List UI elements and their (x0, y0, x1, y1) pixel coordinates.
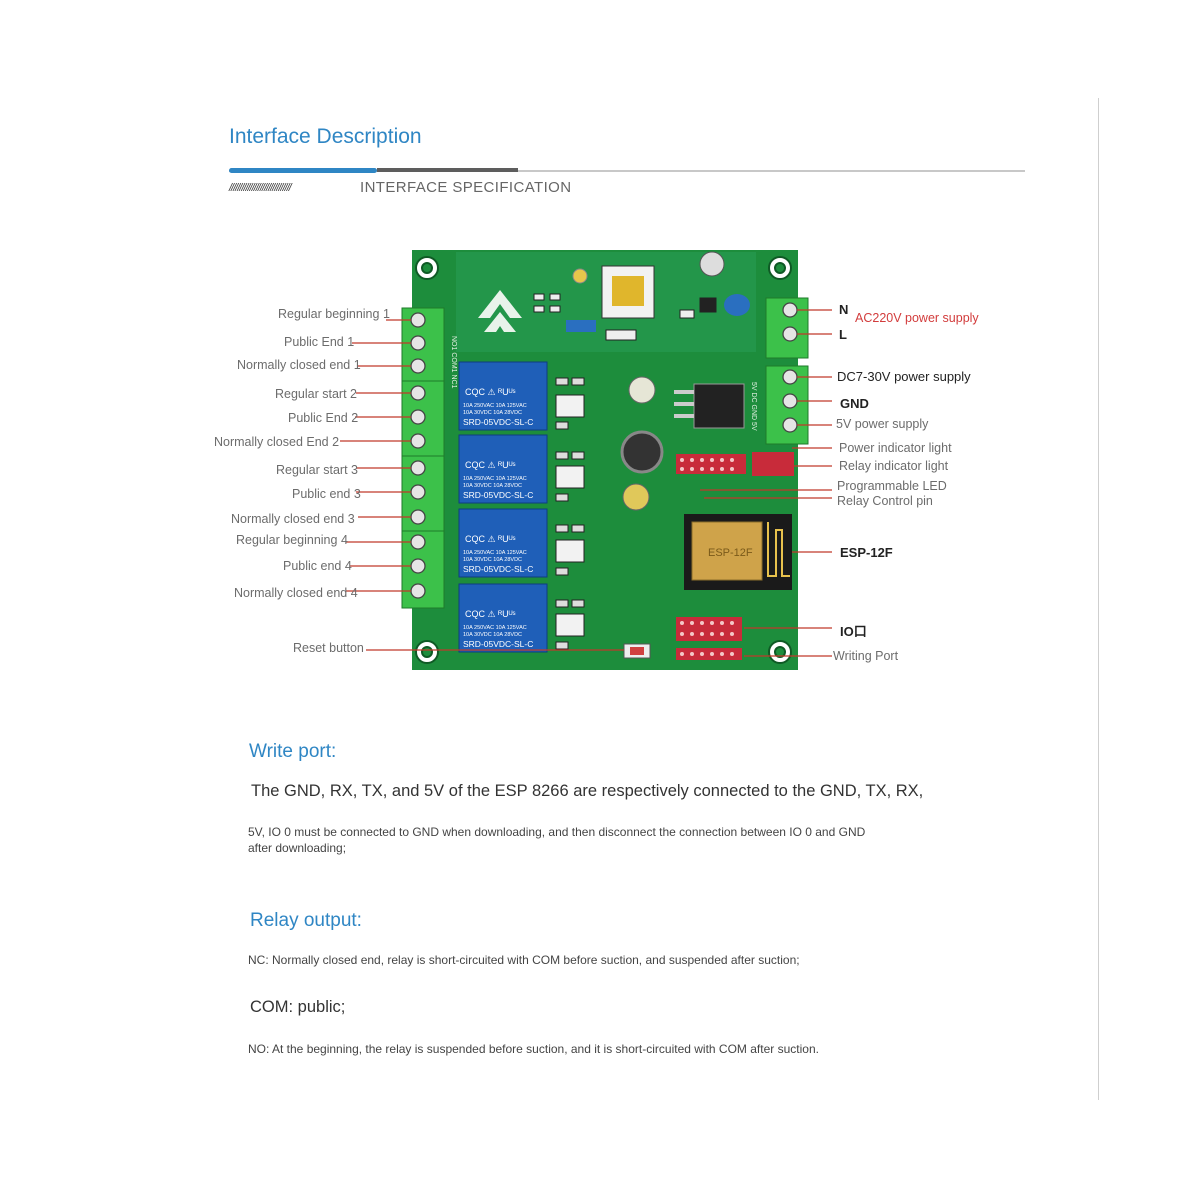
transformer-core (612, 276, 644, 306)
write-port-line-3: after downloading; (248, 841, 347, 855)
pcb-silkscreen-dc: 5V DC GND 5V (750, 382, 757, 431)
capacitor (699, 251, 725, 277)
relay-logo-text: CQC ⚠ ᴿUᵁˢ (465, 609, 516, 619)
relay-rating-text: 10A 250VAC 10A 125VAC (463, 476, 527, 482)
leader-lines-right (700, 309, 832, 657)
relay-model-text: SRD-05VDC-SL-C (463, 417, 533, 427)
relay-3: CQC ⚠ ᴿUᵁˢ 10A 250VAC 10A 125VAC 10A 30V… (458, 508, 548, 578)
label-writing-port: Writing Port (833, 649, 899, 663)
small-capacitor (572, 268, 588, 284)
reset-button-cap (630, 647, 644, 655)
relay-board-diagram: NO1 COM1 NC1 5V DC GND 5V CQC ⚠ ᴿUᵁˢ 10A… (340, 250, 832, 670)
label-gnd: GND (840, 396, 869, 411)
label-io-port: IO口 (840, 624, 867, 639)
label-public-end-4: Public end 4 (283, 559, 352, 573)
page-title: Interface Description (229, 125, 422, 148)
label-normally-closed-end-2: Normally closed End 2 (214, 435, 340, 449)
relay-2: CQC ⚠ ᴿUᵁˢ 10A 250VAC 10A 125VAC 10A 30V… (458, 434, 548, 504)
label-normally-closed-end-1: Normally closed end 1 (237, 358, 361, 372)
relay-logo-text: CQC ⚠ ᴿUᵁˢ (465, 387, 516, 397)
label-esp-12f: ESP-12F (840, 545, 893, 560)
relay-1: CQC ⚠ ᴿUᵁˢ 10A 250VAC 10A 125VAC 10A 30V… (458, 361, 548, 431)
write-port-line-1: The GND, RX, TX, and 5V of the ESP 8266 … (251, 782, 924, 800)
y-capacitor (566, 320, 596, 332)
relay-rating-text: 10A 250VAC 10A 125VAC (463, 403, 527, 409)
page-divider-line (1098, 98, 1099, 1100)
label-public-end-2: Public End 2 (288, 411, 359, 425)
mounting-holes (415, 256, 792, 664)
relay-rating-text: 10A 30VDC 10A 28VDC (463, 483, 522, 489)
relay-logo-text: CQC ⚠ ᴿUᵁˢ (465, 534, 516, 544)
label-dc-power: DC7-30V power supply (837, 369, 971, 384)
relay-output-heading: Relay output: (250, 910, 362, 931)
label-public-end-3: Public end 3 (292, 487, 361, 501)
regulator-pin (674, 414, 694, 418)
relay-model-text: SRD-05VDC-SL-C (463, 564, 533, 574)
label-normally-closed-end-3: Normally closed end 3 (231, 512, 355, 526)
esp-module-label: ESP-12F (708, 547, 753, 559)
label-programmable-led: Programmable LED (837, 479, 947, 493)
relay-model-text: SRD-05VDC-SL-C (463, 490, 533, 500)
relay-4: CQC ⚠ ᴿUᵁˢ 10A 250VAC 10A 125VAC 10A 30V… (458, 583, 548, 653)
relay-model-text: SRD-05VDC-SL-C (463, 639, 533, 649)
relay-logo-text: CQC ⚠ ᴿUᵁˢ (465, 460, 516, 470)
relay-output-no: NO: At the beginning, the relay is suspe… (248, 1042, 819, 1056)
relay-rating-text: 10A 250VAC 10A 125VAC (463, 550, 527, 556)
label-regular-beginning-4: Regular beginning 4 (236, 533, 348, 547)
leader-lines-left (340, 319, 624, 651)
voltage-regulator (693, 383, 745, 429)
left-terminal-block (401, 307, 445, 609)
decorative-slashes: ////////////////////////////// (229, 182, 292, 194)
smd-components (533, 293, 717, 341)
label-relay-control-pin: Relay Control pin (837, 494, 933, 508)
terminal-screws-right (782, 302, 798, 433)
label-normally-closed-end-4: Normally closed end 4 (234, 586, 358, 600)
relay-rating-text: 10A 30VDC 10A 28VDC (463, 557, 522, 563)
relay-driver-components (555, 377, 585, 650)
inductor (620, 430, 664, 474)
electrolytic-cap (628, 376, 656, 404)
x-capacitor (724, 294, 750, 316)
write-port-heading: Write port: (249, 741, 337, 762)
relay-rating-text: 10A 30VDC 10A 28VDC (463, 410, 522, 416)
header-pin-holes (680, 458, 734, 656)
label-l: L (839, 327, 847, 342)
regulator-pin (674, 402, 694, 406)
label-regular-start-2: Regular start 2 (275, 387, 357, 401)
title-accent-dark-bar (377, 168, 518, 172)
label-regular-start-3: Regular start 3 (276, 463, 358, 477)
relay-output-com: COM: public; (250, 998, 346, 1016)
relay-rating-text: 10A 30VDC 10A 28VDC (463, 632, 522, 638)
antenna-trace (767, 522, 790, 577)
write-port-line-2: 5V, IO 0 must be connected to GND when d… (248, 825, 866, 839)
label-power-indicator: Power indicator light (839, 441, 952, 455)
relay-rating-text: 10A 250VAC 10A 125VAC (463, 625, 527, 631)
label-ac220v: AC220V power supply (855, 311, 979, 325)
esp-12f-module: ESP-12F (684, 514, 792, 590)
label-n: N (839, 302, 849, 317)
title-underline (229, 170, 1025, 172)
brand-logo-icon (478, 290, 522, 332)
label-reset-button: Reset button (293, 641, 364, 655)
label-relay-indicator: Relay indicator light (839, 459, 949, 473)
title-accent-bar (229, 168, 377, 173)
pcb-silkscreen-text: NO1 COM1 NC1 (450, 336, 457, 389)
regulator-pin (674, 390, 694, 394)
relay-output-nc: NC: Normally closed end, relay is short-… (248, 953, 800, 967)
label-5v-power: 5V power supply (836, 417, 929, 431)
section-subtitle: INTERFACE SPECIFICATION (360, 179, 572, 196)
label-regular-beginning-1: Regular beginning 1 (278, 307, 390, 321)
label-public-end-1: Public End 1 (284, 335, 355, 349)
electrolytic-cap (622, 483, 650, 511)
